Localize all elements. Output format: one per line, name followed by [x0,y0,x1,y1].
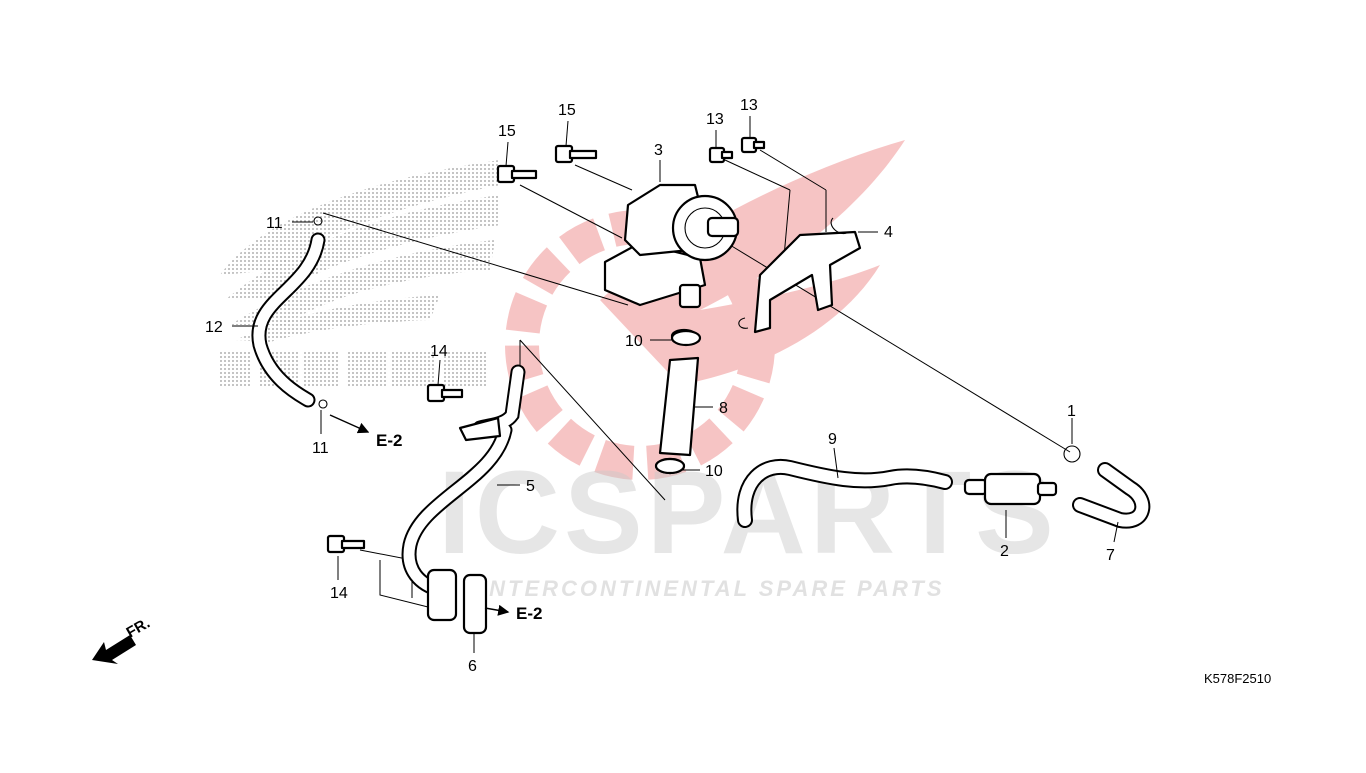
callout-9: 9 [828,431,837,448]
callout-13-right: 13 [740,97,758,114]
hose-12 [251,216,328,409]
valve-bracket [738,217,862,334]
diagram-code: K578F2510 [1204,671,1271,686]
callout-12: 12 [205,319,223,336]
suction-pipe-5 [401,364,526,622]
callout-5: 5 [526,478,535,495]
filter-2 [963,472,1058,506]
callout-labels: 1 2 3 4 5 6 7 8 9 10 10 11 11 12 13 13 1… [205,97,1115,675]
bolt-15-left [496,164,538,184]
bolt-15-right [554,144,598,164]
bolt-14-lower [326,534,366,554]
ics-logo-watermark [505,140,905,480]
callout-11-lower: 11 [312,440,329,457]
clip-10-upper [670,329,702,347]
hose-7 [1063,445,1151,529]
callout-4: 4 [884,224,893,241]
callout-8: 8 [719,400,728,417]
callout-2: 2 [1000,543,1009,560]
callout-14-lower: 14 [330,585,348,602]
tagline-watermark: INTERCONTINENTAL SPARE PARTS [480,576,945,601]
callout-3: 3 [654,142,663,159]
callout-15-left: 15 [498,123,516,140]
callout-11-upper: 11 [266,215,283,232]
reference-e2-lower: E-2 [516,604,542,623]
callout-14-upper: 14 [430,343,448,360]
callout-10-lower: 10 [705,463,723,480]
bolts [326,136,766,554]
callout-1: 1 [1067,403,1076,420]
clip-10-lower [654,457,686,475]
honda-wing-logo [220,160,500,388]
gasket-6 [462,573,488,635]
front-direction-arrow: FR. [92,615,153,664]
callout-10-upper: 10 [625,333,643,350]
callout-leaders [232,116,1119,653]
callout-15-right: 15 [558,102,576,119]
callout-7: 7 [1106,547,1115,564]
bolt-13-right [740,136,766,154]
reference-arrows: E-2 E-2 [329,414,542,623]
callout-6: 6 [468,658,477,675]
bolt-14-upper [426,383,464,403]
bolt-13-left [708,146,734,164]
air-injection-valve [603,183,740,309]
reference-e2-upper: E-2 [376,431,402,450]
callout-13-left: 13 [706,111,724,128]
